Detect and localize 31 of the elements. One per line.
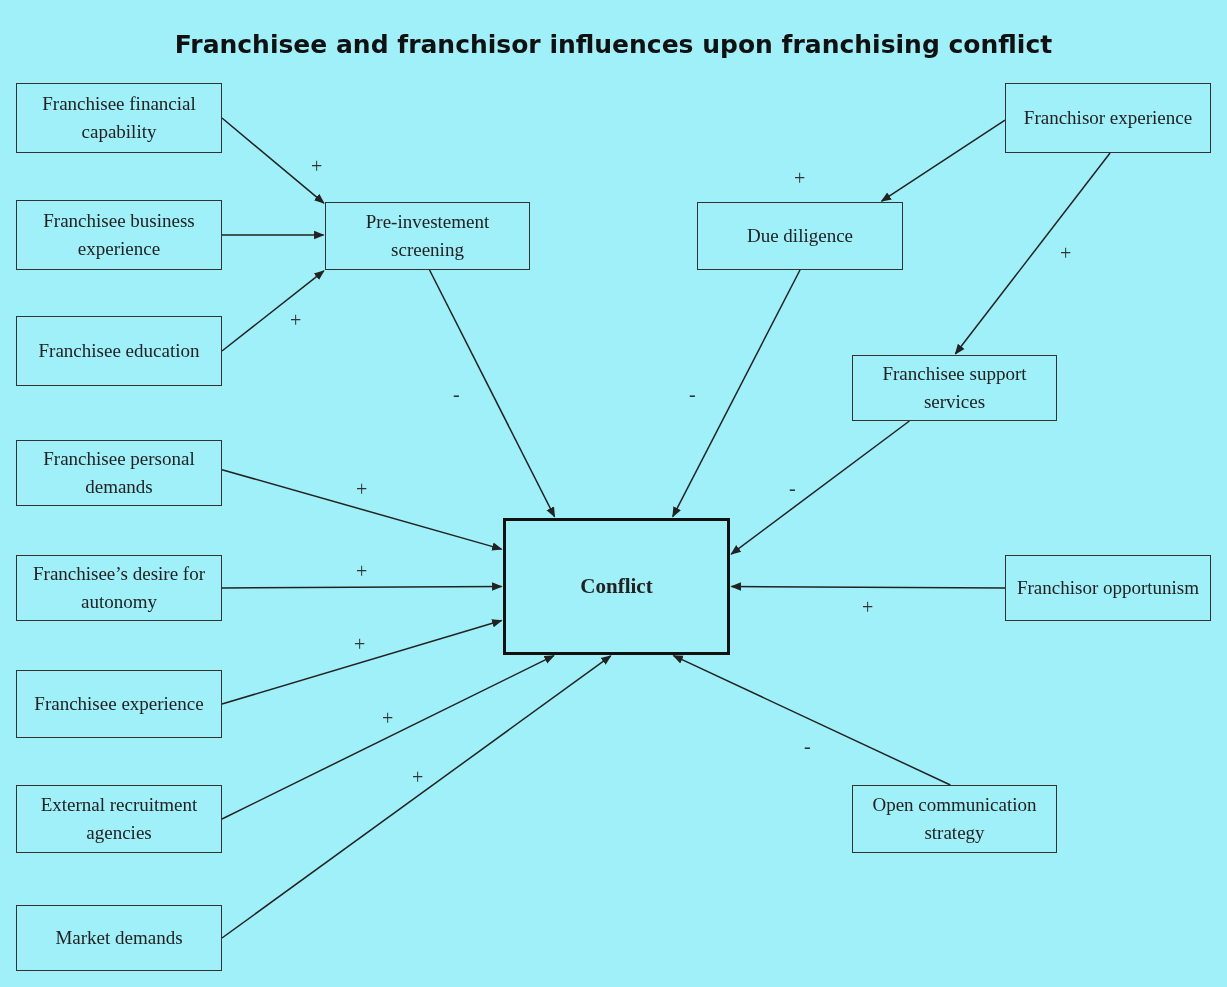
factor-box: Market demands bbox=[16, 905, 222, 971]
arrow bbox=[221, 619, 503, 705]
central-box: Conflict bbox=[503, 518, 730, 655]
arrow bbox=[221, 655, 612, 939]
arrow bbox=[672, 654, 952, 786]
factor-box: Franchisee’s desire for autonomy bbox=[16, 555, 222, 621]
diagram-title: Franchisee and franchisor influences upon franchising conflict bbox=[173, 30, 1054, 59]
arrow bbox=[221, 117, 325, 204]
factor-box: Franchisee business experience bbox=[16, 200, 222, 270]
arrow bbox=[954, 152, 1111, 355]
arrow bbox=[221, 230, 325, 240]
factor-box: Franchisor opportunism bbox=[1005, 555, 1211, 621]
factor-box: Franchisee education bbox=[16, 316, 222, 386]
arrow bbox=[221, 654, 555, 820]
arrow bbox=[221, 582, 503, 591]
arrow bbox=[730, 420, 911, 555]
factor-box: Franchisee financial capability bbox=[16, 83, 222, 153]
factor-box: Franchisor experience bbox=[1005, 83, 1211, 153]
arrow bbox=[221, 270, 325, 352]
arrow bbox=[880, 119, 1006, 202]
factor-box: Franchisee support services bbox=[852, 355, 1057, 421]
arrow bbox=[221, 468, 503, 551]
arrow bbox=[730, 582, 1006, 591]
factor-box: Open communication strategy bbox=[852, 785, 1057, 853]
arrow bbox=[672, 269, 801, 518]
factor-box: Franchisee experience bbox=[16, 670, 222, 738]
factor-box: External recruitment agencies bbox=[16, 785, 222, 853]
arrow bbox=[428, 269, 556, 518]
factor-box: Pre-investement screening bbox=[325, 202, 530, 270]
factor-box: Due diligence bbox=[697, 202, 903, 270]
factor-box: Franchisee personal demands bbox=[16, 440, 222, 506]
